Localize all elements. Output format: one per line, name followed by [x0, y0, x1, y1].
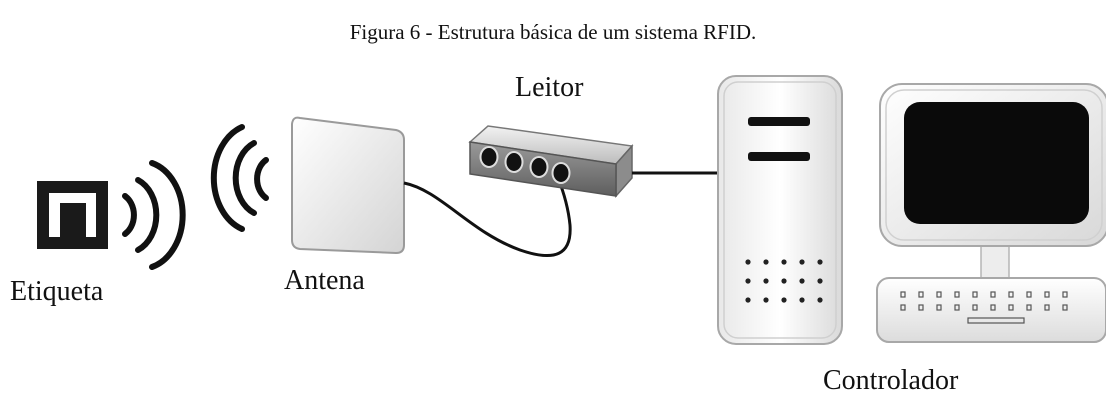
label-leitor: Leitor [515, 72, 584, 103]
label-antena: Antena [284, 265, 365, 296]
monitor-screen [904, 102, 1089, 224]
antenna-signal-waves-icon [210, 124, 269, 232]
keyboard-icon [876, 277, 1106, 343]
rfid-tag-icon [37, 181, 108, 249]
reader-box-icon [468, 125, 634, 198]
antenna-panel-icon [291, 116, 405, 255]
tag-signal-waves-icon [122, 160, 186, 270]
tower-vent-dots [745, 259, 823, 303]
figure-caption: Figura 6 - Estrutura básica de um sistem… [349, 20, 757, 44]
computer-tower-icon [717, 75, 843, 345]
label-controlador: Controlador [823, 365, 959, 396]
monitor-icon [879, 83, 1106, 279]
label-etiqueta: Etiqueta [10, 276, 104, 307]
antenna-reader-cable [403, 177, 572, 258]
